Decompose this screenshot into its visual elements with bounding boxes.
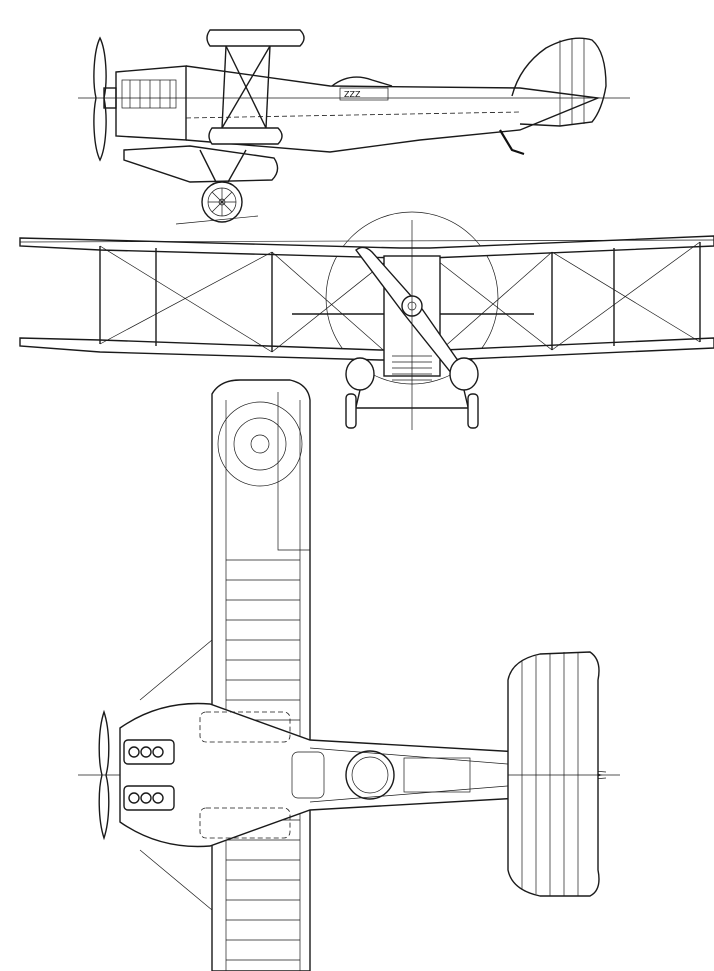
side-serial-marking: ZZZ (344, 90, 361, 99)
top-wing (211, 379, 311, 971)
front-wheel-left (345, 393, 357, 429)
top-propeller (98, 709, 110, 841)
side-propeller (93, 36, 107, 162)
front-lower-wing (19, 337, 714, 361)
top-engine (123, 739, 175, 811)
side-rudder (511, 37, 607, 127)
top-roundel (217, 401, 303, 487)
front-upper-wing (19, 235, 714, 259)
top-tailplane (507, 651, 600, 897)
side-fuselage (185, 65, 601, 153)
side-lower-wing (208, 127, 283, 145)
side-view: ZZZ (78, 29, 630, 225)
top-cockpit-ring (345, 750, 395, 800)
front-wheel-right (467, 393, 479, 429)
side-wheel (201, 181, 243, 223)
front-view (19, 211, 714, 430)
side-upper-wing (206, 29, 305, 47)
top-view (78, 379, 620, 971)
